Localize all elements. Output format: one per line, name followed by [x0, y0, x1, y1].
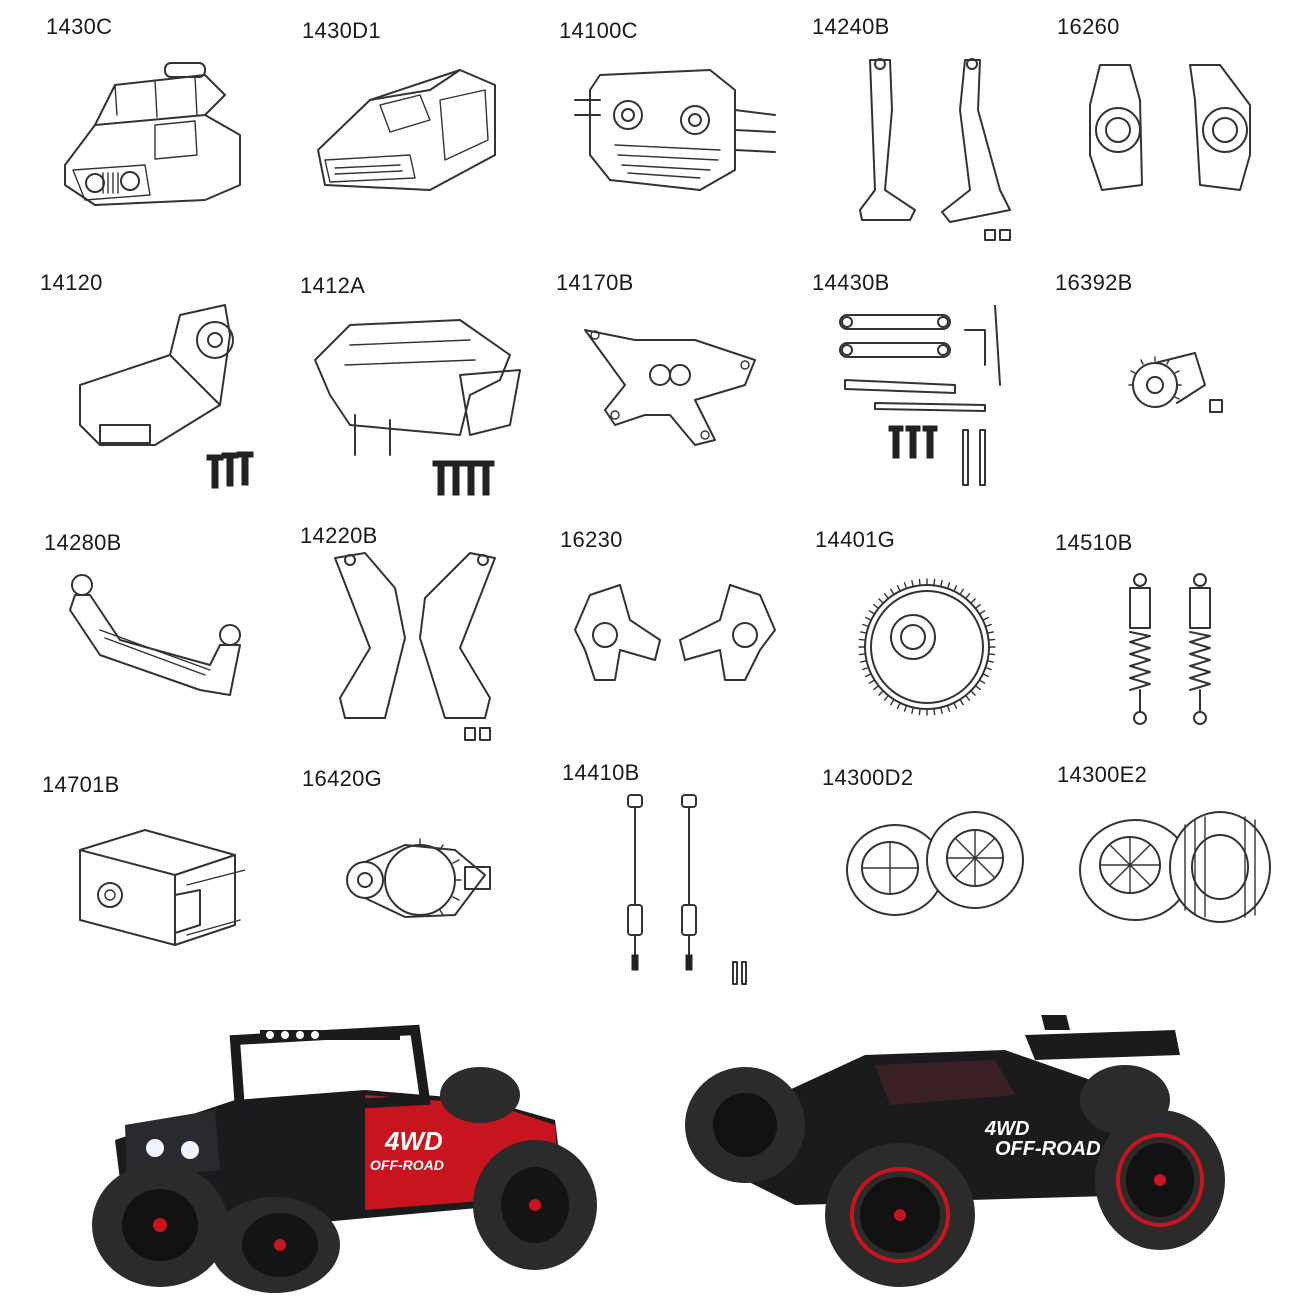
- truck-photo-black: 4WD OFF-ROAD: [675, 1015, 1235, 1295]
- part-code-label: 14300D2: [822, 765, 914, 790]
- motor-mount-drawing: [70, 295, 270, 495]
- body-shell-truck-drawing: [310, 60, 510, 200]
- part-code-label: 1430C: [46, 14, 113, 39]
- part-code-label: 14300E2: [1057, 762, 1148, 787]
- part-code-label: 14510B: [1055, 530, 1133, 555]
- shock-absorbers-drawing: [1110, 570, 1240, 730]
- part-code-label: 16420G: [302, 766, 383, 791]
- decal-main-text: 4WD: [384, 1126, 443, 1156]
- part-code-label: 16392B: [1055, 270, 1133, 295]
- rear-wing-drawing: [310, 315, 530, 500]
- decal-main-text: 4WD: [984, 1118, 1029, 1140]
- part-code-label: 14220B: [300, 523, 378, 548]
- body-shell-jeep-drawing: [55, 55, 255, 215]
- truck-photo-red: 4WD OFF-ROAD OFF ROAD 4WD: [65, 1010, 610, 1295]
- body-post-drawing: [60, 570, 250, 700]
- drive-shafts-drawing: [620, 790, 760, 990]
- part-code-label: 14401G: [815, 527, 896, 552]
- part-code-label: 14120: [40, 270, 103, 295]
- part-code-label: 14430B: [812, 270, 890, 295]
- front-arms-drawing: [325, 548, 515, 748]
- decal-sub-text: OFF-ROAD: [370, 1157, 444, 1173]
- part-code-label: 16230: [560, 527, 623, 552]
- shock-tower-drawing: [575, 315, 765, 455]
- part-code-label: 14701B: [42, 772, 120, 797]
- differential-drawing: [335, 825, 495, 930]
- roof-bar-text: OFF ROAD 4WD: [280, 1047, 349, 1057]
- pinion-gear-drawing: [1125, 345, 1225, 425]
- spur-gear-drawing: [855, 575, 1000, 720]
- part-code-label: 1430D1: [302, 18, 381, 43]
- decal-sub-text: OFF-ROAD: [995, 1138, 1101, 1160]
- hub-carriers-drawing: [1080, 55, 1270, 205]
- part-code-label: 1412A: [300, 273, 366, 298]
- part-code-label: 14170B: [556, 270, 634, 295]
- servo-drawing: [75, 825, 245, 950]
- gear-teeth: [858, 578, 996, 716]
- bumper-drawing: [570, 60, 780, 200]
- steering-links-drawing: [835, 305, 1035, 495]
- part-code-label: 14240B: [812, 14, 890, 39]
- wheels-paddle-drawing: [1075, 805, 1275, 935]
- part-code-label: 14280B: [44, 530, 122, 555]
- suspension-arms-drawing: [850, 50, 1030, 250]
- part-code-label: 14410B: [562, 760, 640, 785]
- wheels-offroad-drawing: [835, 810, 1030, 920]
- part-code-label: 14100C: [559, 18, 638, 43]
- part-code-label: 16260: [1057, 14, 1120, 39]
- steering-knuckles-drawing: [570, 580, 780, 690]
